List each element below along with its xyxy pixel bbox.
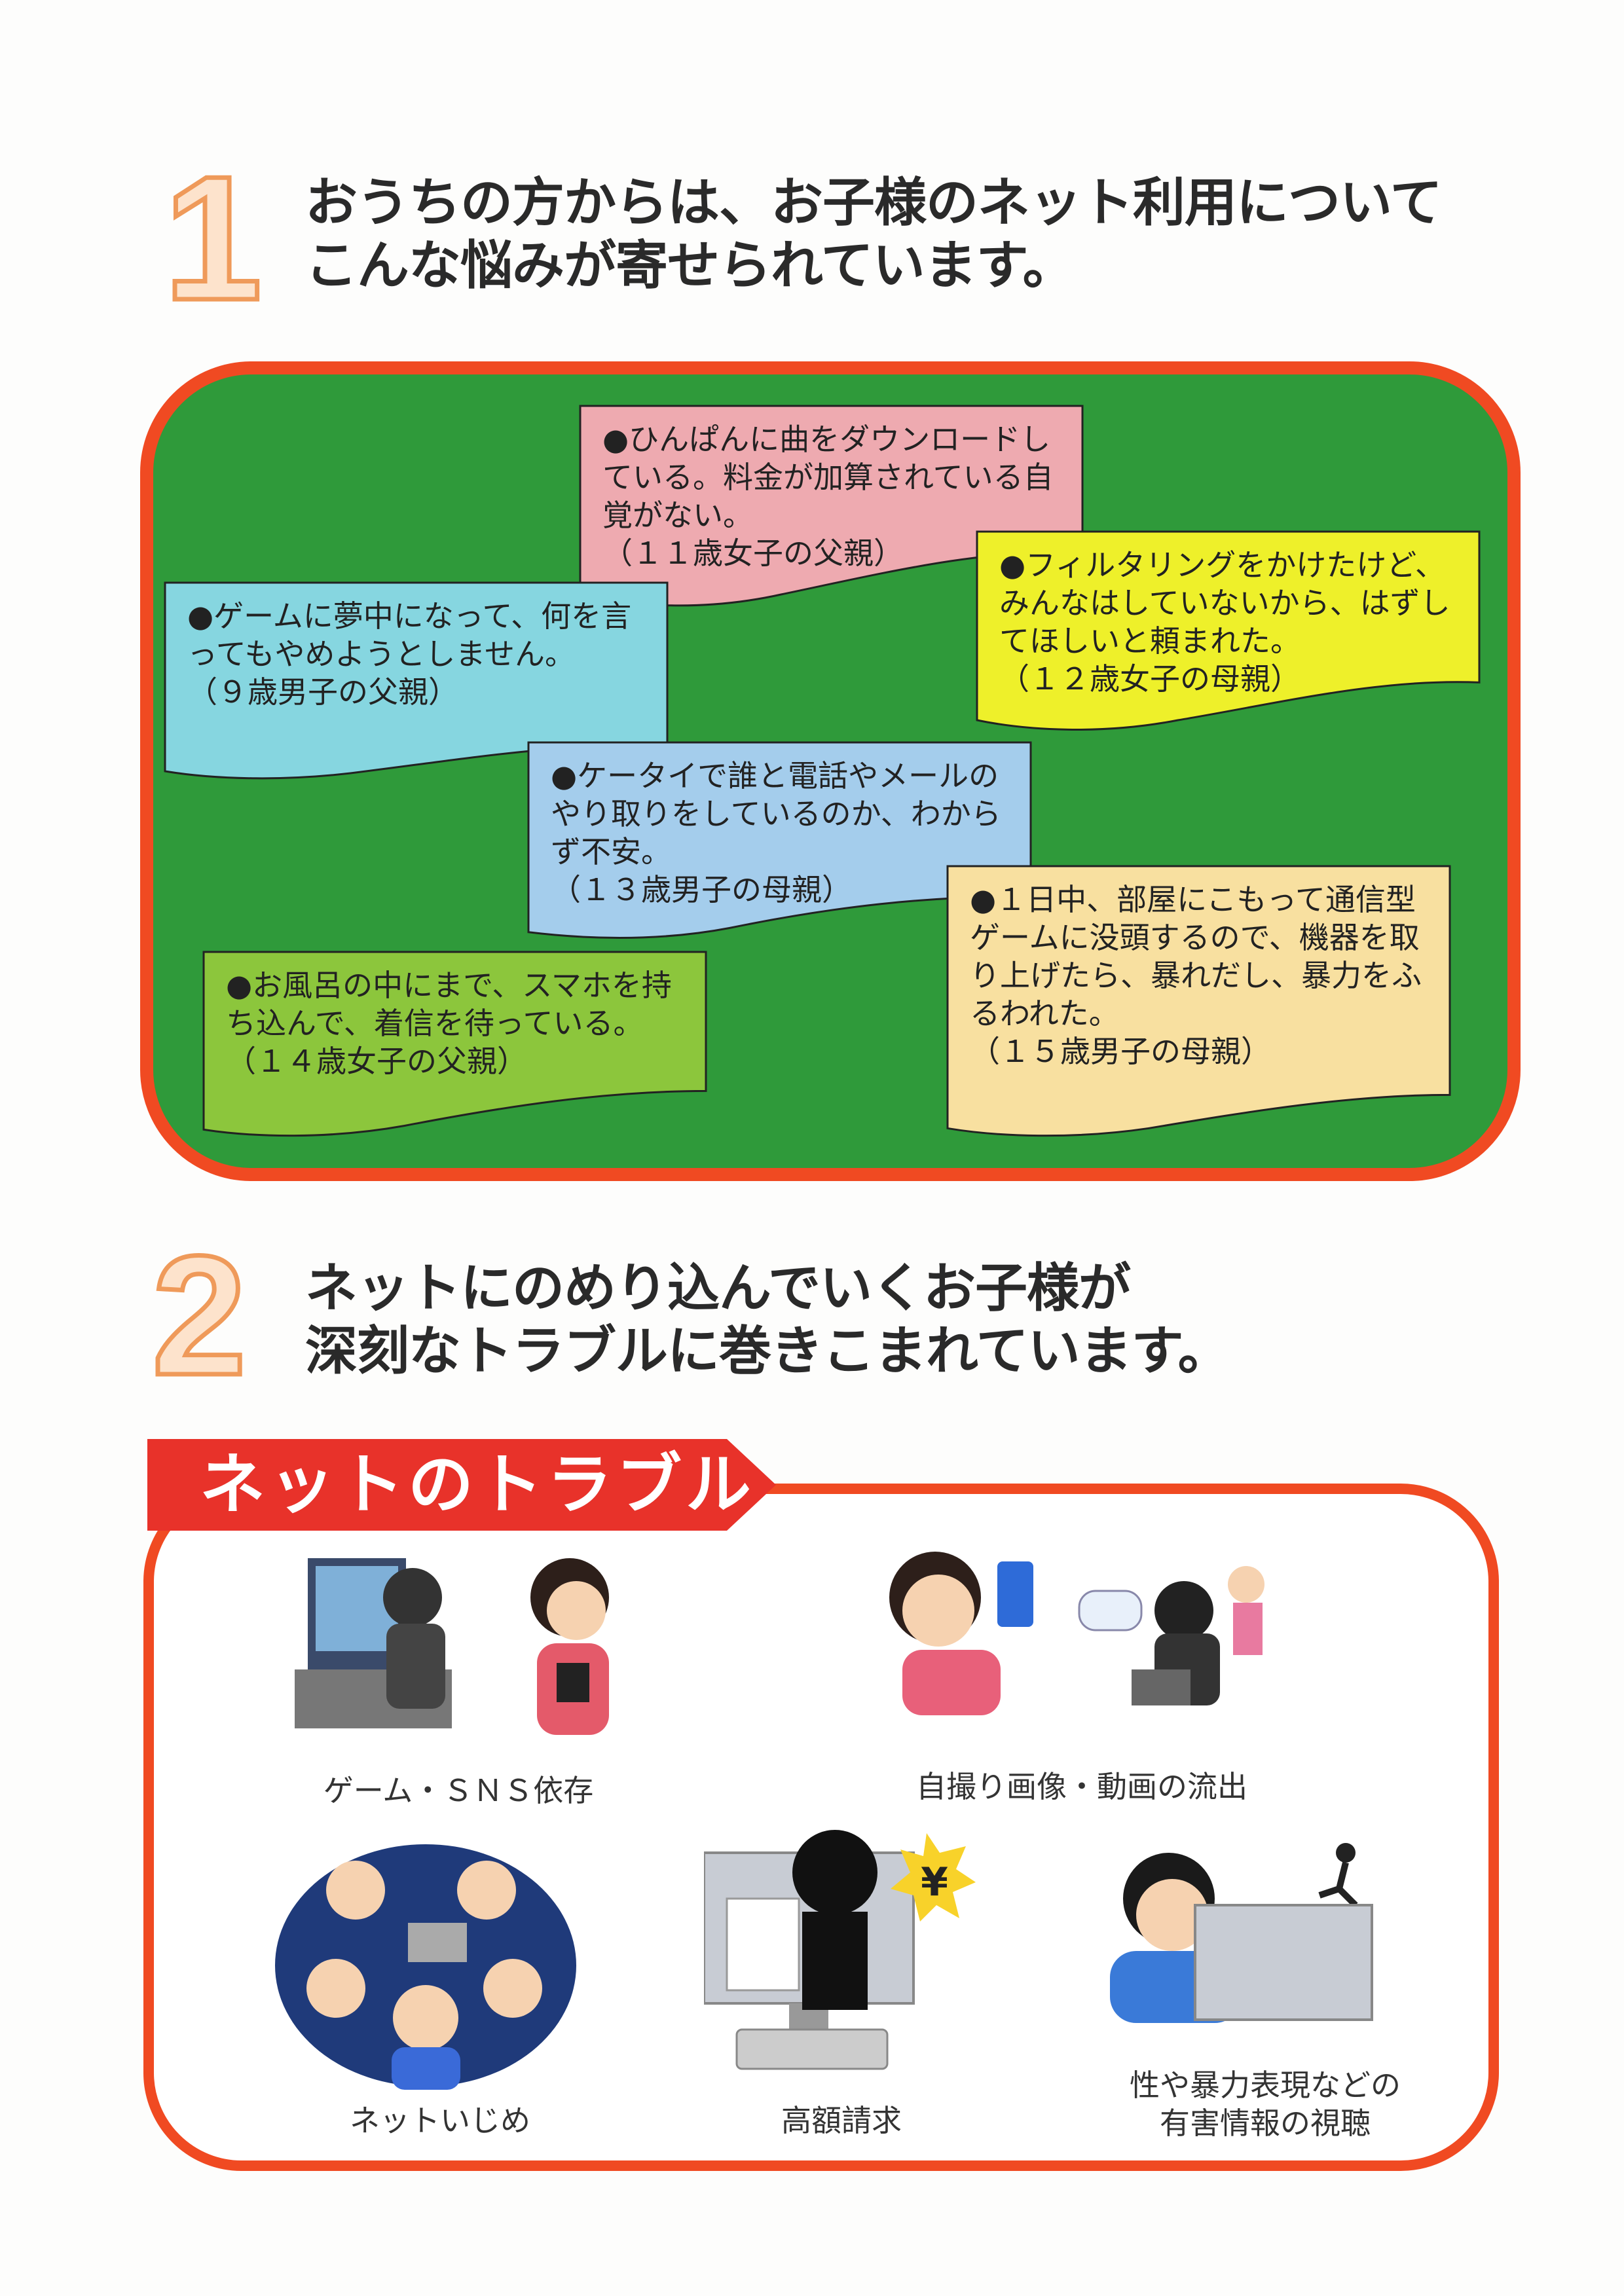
section-number-1: 1 bbox=[161, 140, 264, 337]
note-text: ●ケータイで誰と電話やメールのやり取りをしているのか、わからず不安。 bbox=[551, 758, 1001, 869]
trouble-label: 高額請求 bbox=[781, 2103, 902, 2138]
concern-note: ●ひんぱんに曲をダウンロードしている。料金が加算されている自覚がない。（１１歳女… bbox=[580, 406, 1082, 615]
note-author: （１５歳男子の母親） bbox=[970, 1034, 1271, 1069]
heading-line: ネットにのめり込んでいくお子様が bbox=[305, 1258, 1131, 1319]
trouble-label: 性や暴力表現などの 有害情報の視聴 bbox=[1069, 2066, 1462, 2142]
note-author: （１２歳女子の母親） bbox=[999, 661, 1301, 697]
note-text: ●ゲームに夢中になって、何を言ってもやめようとしません。 bbox=[187, 598, 632, 672]
cyberbullying-illustration bbox=[270, 1838, 581, 2090]
section2-heading: ネットにのめり込んでいくお子様が 深刻なトラブルに巻きこまれています。 bbox=[305, 1257, 1230, 1383]
note-author: （１１歳女子の父親） bbox=[602, 536, 904, 571]
note-text: ●１日中、部屋にこもって通信型ゲームに没頭するので、機器を取り上げたら、暴れだし… bbox=[970, 882, 1422, 1031]
concern-note: ●お風呂の中にまで、スマホを持ち込んで、着信を待っている。（１４歳女子の父親） bbox=[204, 952, 706, 1145]
concern-note: ●フィルタリングをかけたけど、みんなはしていないから、はずしてほしいと頼まれた。… bbox=[977, 532, 1479, 741]
section1-heading: おうちの方からは、お子様のネット利用について こんな悩みが寄せられています。 bbox=[305, 172, 1443, 297]
troubles-title-tab: ネットのトラブル bbox=[147, 1439, 776, 1531]
trouble-label: ネットいじめ bbox=[350, 2103, 530, 2138]
game-addiction-illustration bbox=[288, 1545, 652, 1741]
note-text: ●フィルタリングをかけたけど、みんなはしていないから、はずしてほしいと頼まれた。 bbox=[999, 547, 1450, 659]
heading-line: こんな悩みが寄せられています。 bbox=[305, 235, 1075, 296]
note-text: ●ひんぱんに曲をダウンロードしている。料金が加算されている自覚がない。 bbox=[602, 422, 1054, 533]
harmful-content-illustration bbox=[1097, 1833, 1398, 2023]
trouble-label: ゲーム・ＳＮＳ依存 bbox=[323, 1773, 594, 1808]
note-author: （１３歳男子の母親） bbox=[551, 872, 852, 907]
troubles-title: ネットのトラブル bbox=[200, 1446, 755, 1523]
label-line: 性や暴力表現などの bbox=[1130, 2068, 1401, 2103]
heading-line: おうちの方からは、お子様のネット利用について bbox=[305, 172, 1443, 233]
overbilling-illustration: ¥ bbox=[703, 1827, 979, 2082]
concern-note: ●１日中、部屋にこもって通信型ゲームに没頭するので、機器を取り上げたら、暴れだし… bbox=[948, 866, 1450, 1145]
section-number-2: 2 bbox=[150, 1221, 249, 1411]
yen-icon: ¥ bbox=[921, 1859, 948, 1905]
note-author: （１４歳女子の父親） bbox=[226, 1044, 527, 1079]
trouble-label: 自撮り画像・動画の流出 bbox=[916, 1769, 1247, 1804]
selfie-leak-illustration bbox=[883, 1545, 1285, 1715]
note-text: ●お風呂の中にまで、スマホを持ち込んで、着信を待っている。 bbox=[226, 968, 672, 1041]
heading-line: 深刻なトラブルに巻きこまれています。 bbox=[305, 1321, 1230, 1381]
label-line: 有害情報の視聴 bbox=[1160, 2105, 1371, 2141]
note-author: （９歳男子の父親） bbox=[187, 674, 458, 710]
